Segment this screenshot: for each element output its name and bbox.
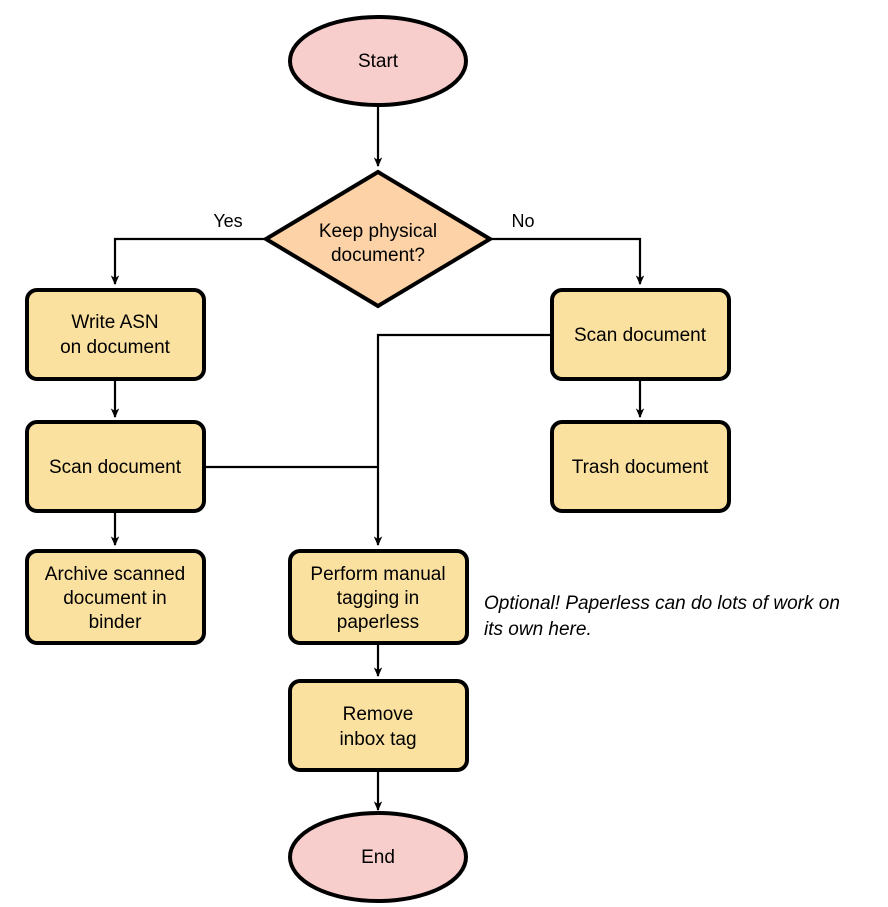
- node-scan-document-right[interactable]: Scan document: [550, 288, 731, 381]
- edge-label-layer: Yes No: [213, 211, 534, 231]
- write-asn-label-line1: Write ASN: [71, 312, 158, 333]
- node-archive-scanned-document[interactable]: Archive scanned document in binder: [25, 549, 206, 645]
- archive-label-line1: Archive scanned: [45, 564, 185, 585]
- trash-document-label: Trash document: [572, 457, 709, 478]
- start-label: Start: [358, 51, 399, 72]
- edge-decision-to-write-asn: [110, 237, 265, 285]
- decision-diamond-shape: [262, 169, 494, 309]
- archive-label-line3: binder: [89, 612, 142, 633]
- archive-rect-shape: [25, 549, 206, 645]
- node-perform-manual-tagging[interactable]: Perform manual tagging in paperless: [288, 549, 469, 645]
- manual-tagging-label-line1: Perform manual: [310, 564, 445, 585]
- write-asn-label-line2: on document: [60, 337, 171, 358]
- scan-document-left-label: Scan document: [49, 457, 182, 478]
- end-label: End: [361, 847, 395, 868]
- node-write-asn-on-document[interactable]: Write ASN on document: [25, 288, 206, 381]
- connector-layer: [110, 105, 645, 811]
- edge-label-yes: Yes: [213, 211, 242, 231]
- remove-inbox-rect-shape: [288, 679, 469, 772]
- node-scan-document-left[interactable]: Scan document: [25, 420, 206, 513]
- node-start[interactable]: Start: [288, 15, 468, 107]
- decision-label-line1: Keep physical: [319, 221, 437, 242]
- write-asn-rect-shape: [25, 288, 206, 381]
- node-decision-keep-physical-document[interactable]: Keep physical document?: [262, 169, 494, 309]
- archive-label-line2: document in: [63, 588, 167, 609]
- edge-decision-to-scan-right: [490, 237, 645, 285]
- scan-document-right-label: Scan document: [574, 325, 707, 346]
- end-ellipse-shape: [288, 811, 468, 903]
- annotation-note: Optional! Paperless can do lots of work …: [484, 593, 840, 640]
- annotation-line2: its own here.: [484, 619, 592, 640]
- node-remove-inbox-tag[interactable]: Remove inbox tag: [288, 679, 469, 772]
- trash-document-rect-shape: [550, 420, 731, 513]
- remove-inbox-label-line2: inbox tag: [339, 729, 416, 750]
- edge-label-no: No: [511, 211, 534, 231]
- start-ellipse-shape: [288, 15, 468, 107]
- edge-scan-right-to-manual-tag: [373, 333, 552, 546]
- scan-document-right-rect-shape: [550, 288, 731, 381]
- decision-label-line2: document?: [331, 245, 425, 266]
- node-end[interactable]: End: [288, 811, 468, 903]
- manual-tagging-label-line3: paperless: [337, 612, 419, 633]
- remove-inbox-label-line1: Remove: [343, 704, 414, 725]
- manual-tagging-label-line2: tagging in: [337, 588, 419, 609]
- node-trash-document[interactable]: Trash document: [550, 420, 731, 513]
- scan-document-left-rect-shape: [25, 420, 206, 513]
- annotation-line1: Optional! Paperless can do lots of work …: [484, 593, 840, 614]
- manual-tagging-rect-shape: [288, 549, 469, 645]
